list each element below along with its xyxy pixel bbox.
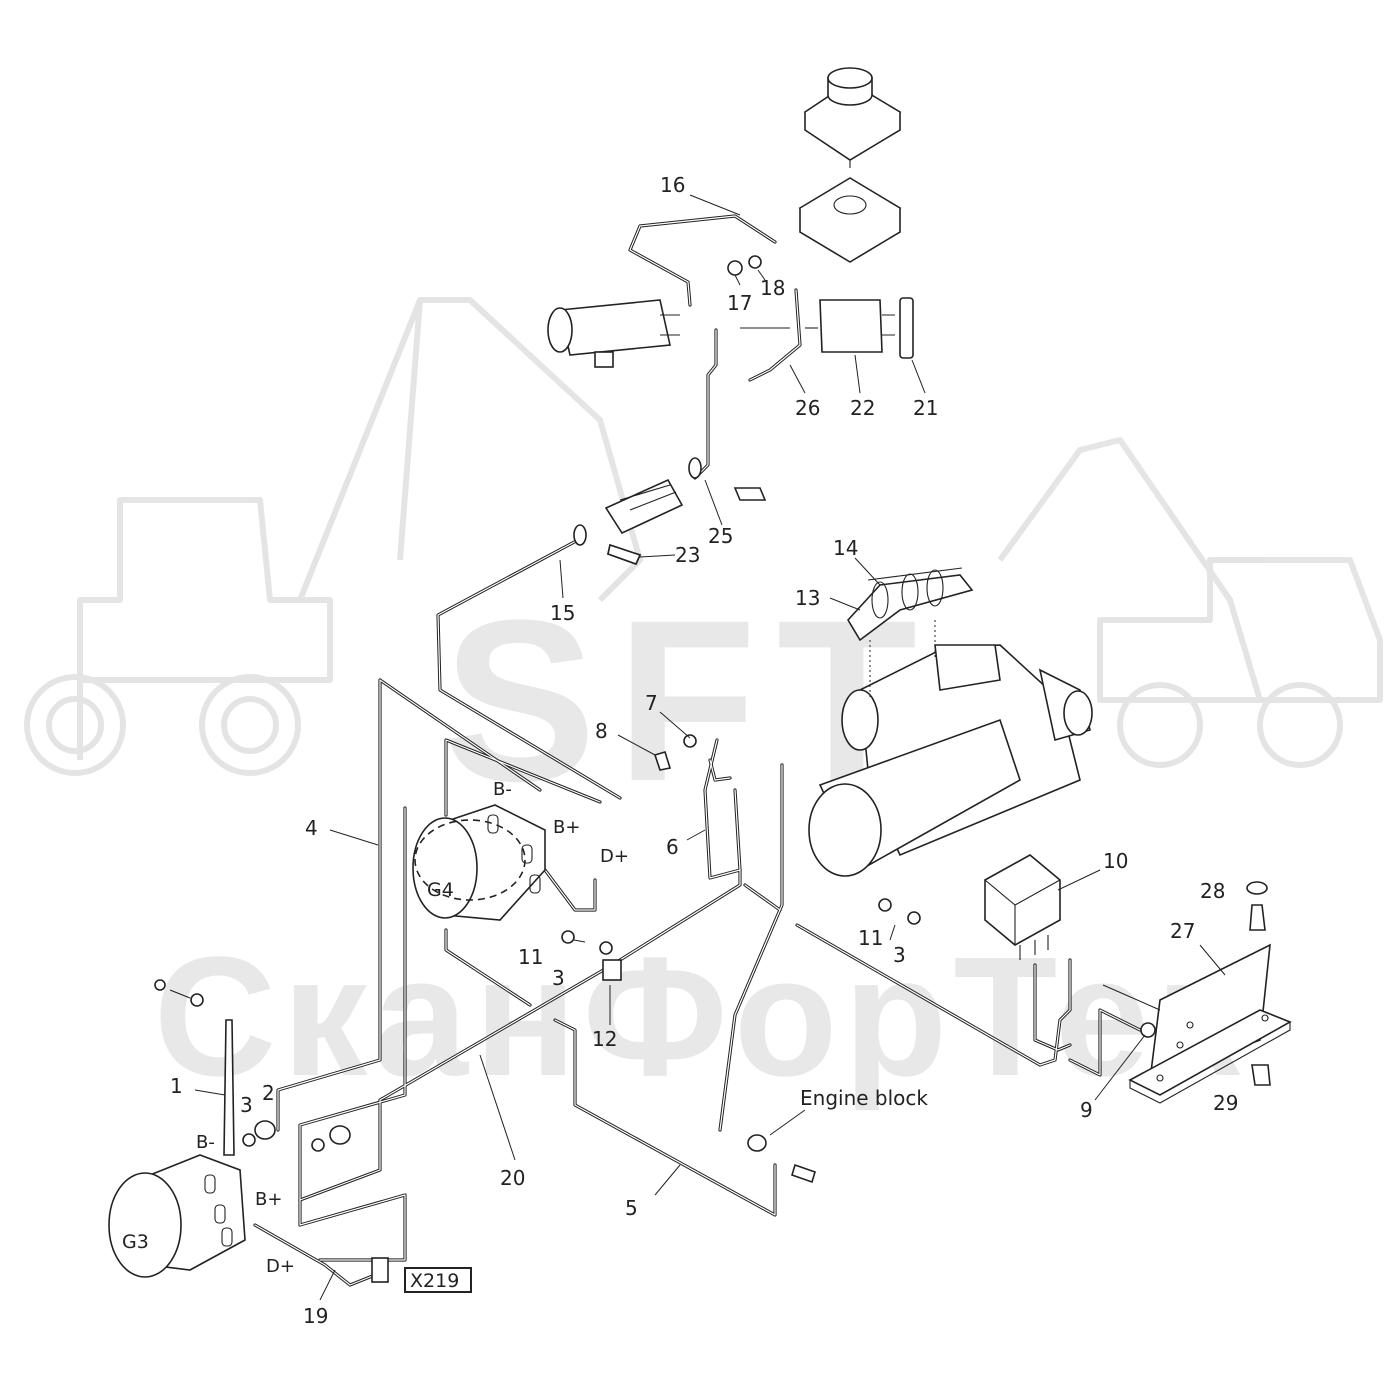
connector-25: [573, 457, 767, 566]
wire-20b-core: [611, 739, 741, 966]
fasteners: [154, 255, 1156, 1283]
terminal-g4-d-plus: D+: [600, 846, 629, 867]
callout-27: 27: [1170, 919, 1195, 943]
label-g3: G3: [122, 1231, 149, 1253]
wire-main-riser: [693, 328, 718, 480]
fuse-holder: [740, 297, 914, 359]
component-labels: G4 G3 X219 Engine block: [122, 879, 928, 1293]
wire-relay-b-core: [1034, 964, 1071, 1051]
wire-15-core: [437, 539, 621, 799]
callout-20: 20: [500, 1166, 525, 1190]
callout-5: 5: [625, 1196, 638, 1220]
relay-10: [984, 854, 1061, 960]
callout-25: 25: [708, 524, 733, 548]
wire-6b-core: [734, 789, 741, 871]
leader-lines: [194, 194, 1226, 1301]
callout-14: 14: [833, 536, 858, 560]
wire-main-riser-core: [694, 329, 717, 479]
callout-15: 15: [550, 601, 575, 625]
callout-6: 6: [666, 835, 679, 859]
callout-29: 29: [1213, 1091, 1238, 1115]
wire-26-core: [749, 289, 801, 381]
callout-7: 7: [645, 691, 658, 715]
callout-10: 10: [1103, 849, 1128, 873]
callout-17: 17: [727, 291, 752, 315]
callout-23: 23: [675, 543, 700, 567]
callout-3-mid: 3: [552, 966, 565, 990]
callout-28: 28: [1200, 879, 1225, 903]
wire-g4-to-main-core: [744, 884, 781, 911]
callout-18: 18: [760, 276, 785, 300]
relay-box: [547, 299, 680, 368]
wire-5-core: [554, 1019, 776, 1216]
alternator-g4: [412, 804, 546, 921]
watermark-machines: [24, 297, 1383, 776]
callout-2: 2: [262, 1081, 275, 1105]
wire-g4-d-core: [299, 807, 406, 1261]
callout-26: 26: [795, 396, 820, 420]
starter-motor: [808, 620, 1093, 877]
label-g4: G4: [427, 879, 454, 901]
callout-8: 8: [595, 719, 608, 743]
callout-16: 16: [660, 173, 685, 197]
wire-4b-core: [445, 739, 601, 816]
alternator-g3: [108, 1154, 246, 1278]
callout-21: 21: [913, 396, 938, 420]
callout-labels: 1 2 3 4 5 6 7 8 9 10 11 3 11 3 12 13 14 …: [170, 173, 1238, 1328]
callout-22: 22: [850, 396, 875, 420]
watermark: SFT СканФорТек: [24, 297, 1383, 1112]
connector-x219-box: [404, 1267, 472, 1293]
callout-3-right: 3: [893, 943, 906, 967]
wire-20-core: [299, 964, 613, 1201]
callout-13: 13: [795, 586, 820, 610]
callout-9: 9: [1080, 1098, 1093, 1122]
wire-16-core: [629, 215, 776, 306]
label-x219: X219: [410, 1270, 459, 1292]
terminal-g3-b-minus: B-: [196, 1132, 215, 1153]
wire-19-core: [254, 1224, 376, 1286]
terminal-g3-b-plus: B+: [255, 1189, 282, 1210]
wiring-harness: [253, 214, 1142, 1287]
callout-11-right: 11: [858, 926, 883, 950]
terminal-labels: B- B+ D+ B- B+ D+: [196, 779, 629, 1277]
wire-9-core: [1069, 1009, 1141, 1076]
watermark-company: СканФорТек: [154, 922, 1247, 1112]
callout-19: 19: [303, 1304, 328, 1328]
wire-dplus-g4-core: [544, 869, 596, 911]
wire-g4-low-core: [445, 929, 531, 1006]
bracket-27: [1128, 881, 1292, 1104]
callout-12: 12: [592, 1027, 617, 1051]
terminal-g3-d-plus: D+: [266, 1256, 295, 1277]
callout-11-left: 11: [518, 945, 543, 969]
wire-relay-core: [796, 924, 1071, 1066]
pressure-sensor: [798, 67, 902, 263]
callout-1: 1: [170, 1074, 183, 1098]
callout-3-left: 3: [240, 1093, 253, 1117]
terminal-g4-b-minus: B-: [493, 779, 512, 800]
wire-4-core: [277, 679, 541, 1131]
label-engine-block: Engine block: [800, 1086, 928, 1110]
callout-4: 4: [305, 816, 318, 840]
terminal-g4-b-plus: B+: [553, 817, 580, 838]
wire-6-core: [709, 759, 731, 781]
wire-5b-core: [719, 764, 783, 1131]
